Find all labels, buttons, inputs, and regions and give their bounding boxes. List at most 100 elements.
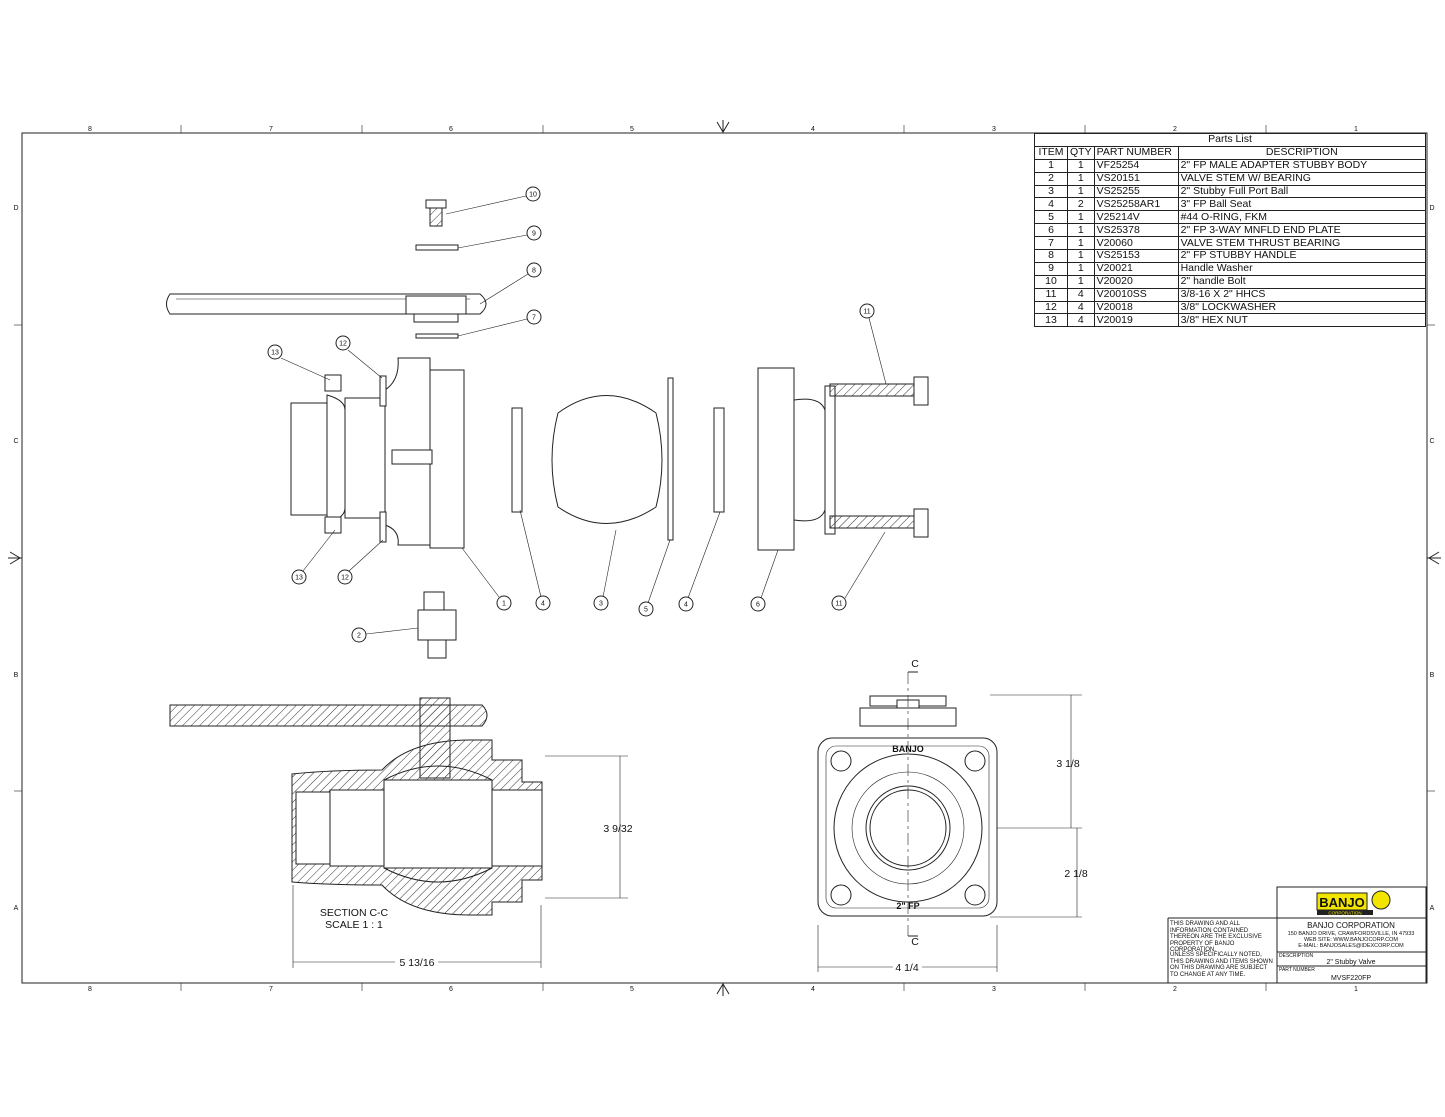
zone-row-label: C	[13, 438, 18, 445]
zone-row-label: A	[1430, 905, 1435, 912]
qty-cell: 1	[1067, 184, 1095, 199]
part-number-cell: VS25153	[1093, 249, 1179, 263]
part-number-cell: VS20151	[1093, 171, 1179, 186]
item-cell: 6	[1034, 223, 1068, 238]
company-email: E-MAIL: BANJOSALES@IDEXCORP.COM	[1298, 943, 1404, 949]
qty-cell: 1	[1067, 249, 1095, 263]
zone-column-label: 5	[630, 126, 634, 133]
valve-body-part	[290, 357, 465, 549]
item-balloon: 2	[351, 627, 367, 643]
item-cell: 1	[1034, 158, 1068, 173]
item-balloon: 11	[859, 303, 875, 319]
qty-cell: 1	[1067, 223, 1095, 238]
zone-column-label: 2	[1173, 986, 1177, 993]
hex-bolt-part	[829, 376, 929, 538]
description-cell: 3/8" HEX NUT	[1177, 313, 1427, 328]
qty-cell: 1	[1067, 171, 1095, 186]
item-cell: 4	[1034, 197, 1068, 212]
item-cell: 13	[1034, 313, 1068, 328]
description-cell: #44 O-RING, FKM	[1177, 210, 1427, 225]
description-label: DESCRIPTION	[1279, 953, 1314, 959]
center-mark-top	[716, 120, 730, 133]
balloon-number: 6	[756, 602, 760, 609]
zone-column-label: 5	[630, 986, 634, 993]
description-cell: 3/8-16 X 2" HHCS	[1177, 287, 1427, 302]
item-cell: 7	[1034, 236, 1068, 251]
item-cell: 12	[1034, 300, 1068, 315]
dimension-lines	[292, 694, 1082, 972]
qty-cell: 1	[1067, 261, 1095, 276]
description-cell: 2" FP MALE ADAPTER STUBBY BODY	[1177, 158, 1427, 173]
item-balloon: 13	[291, 569, 307, 585]
qty-cell: 1	[1067, 236, 1095, 251]
zone-row-label: B	[1430, 672, 1435, 679]
item-balloon: 12	[337, 569, 353, 585]
balloon-number: 8	[532, 268, 536, 275]
dim-lower-front: 2 1/8	[1064, 868, 1088, 880]
part-number-cell: VS25378	[1093, 223, 1179, 238]
part-number-cell: V20021	[1093, 261, 1179, 276]
zone-row-label: D	[13, 205, 18, 212]
description-cell: Handle Washer	[1177, 261, 1427, 276]
part-number-cell: V20060	[1093, 236, 1179, 251]
description-cell: 2" handle Bolt	[1177, 274, 1427, 289]
company-website: WEB SITE: WWW.BANJOCORP.COM	[1304, 937, 1398, 943]
zone-column-label: 8	[88, 126, 92, 133]
zone-column-label: 1	[1354, 126, 1358, 133]
section-view	[169, 697, 543, 916]
parts-list-title: Parts List	[1034, 133, 1426, 147]
cut-label-bottom: C	[911, 936, 919, 948]
item-cell: 2	[1034, 171, 1068, 186]
section-title: SECTION C-C	[320, 907, 389, 919]
zone-column-label: 8	[88, 986, 92, 993]
ownership-notice: THIS DRAWING AND ALL INFORMATION CONTAIN…	[1170, 921, 1262, 953]
zone-column-label: 6	[449, 126, 453, 133]
change-notice: UNLESS SPECIFICALLY NOTED, THIS DRAWING …	[1170, 952, 1273, 978]
zone-column-label: 7	[269, 126, 273, 133]
item-balloon: 11	[831, 595, 847, 611]
part-number-cell: VS25258AR1	[1093, 197, 1179, 212]
col-description: DESCRIPTION	[1177, 145, 1427, 160]
item-cell: 11	[1034, 287, 1068, 302]
valve-stem-part	[417, 591, 457, 659]
section-scale: SCALE 1 : 1	[325, 919, 383, 931]
cut-label-top: C	[911, 658, 919, 670]
dim-upper-front: 3 1/8	[1056, 758, 1080, 770]
qty-cell: 4	[1067, 300, 1095, 315]
center-mark-right	[1427, 551, 1441, 565]
part-number-cell: V20019	[1093, 313, 1179, 328]
item-balloon: 1	[496, 595, 512, 611]
dim-section-height: 3 9/32	[603, 823, 632, 835]
logo-text: BANJO	[1319, 895, 1365, 910]
item-balloon: 10	[525, 186, 541, 202]
col-item: ITEM	[1034, 145, 1068, 160]
front-size-text: 2" FP	[896, 901, 919, 911]
qty-cell: 4	[1067, 313, 1095, 328]
part-number-cell: V25214V	[1093, 210, 1179, 225]
qty-cell: 4	[1067, 287, 1095, 302]
dim-length: 5 13/16	[399, 957, 434, 969]
company-name: BANJO CORPORATION	[1307, 921, 1395, 930]
description-value: 2" Stubby Valve	[1326, 959, 1375, 966]
front-brand-text: BANJO	[892, 744, 924, 754]
section-cut-arrows	[908, 671, 918, 937]
item-balloon: 13	[267, 344, 283, 360]
zone-column-label: 3	[992, 126, 996, 133]
zone-row-label: C	[1429, 438, 1434, 445]
balloon-number: 9	[532, 231, 536, 238]
title-block-frame	[1167, 886, 1427, 984]
description-cell: VALVE STEM W/ BEARING	[1177, 171, 1427, 186]
balloon-number: 2	[357, 633, 361, 640]
zone-column-label: 1	[1354, 986, 1358, 993]
company-address: 150 BANJO DRIVE, CRAWFORDSVILLE, IN 4793…	[1288, 931, 1415, 937]
dim-width-front: 4 1/4	[895, 962, 919, 974]
balloon-number: 13	[271, 350, 279, 357]
